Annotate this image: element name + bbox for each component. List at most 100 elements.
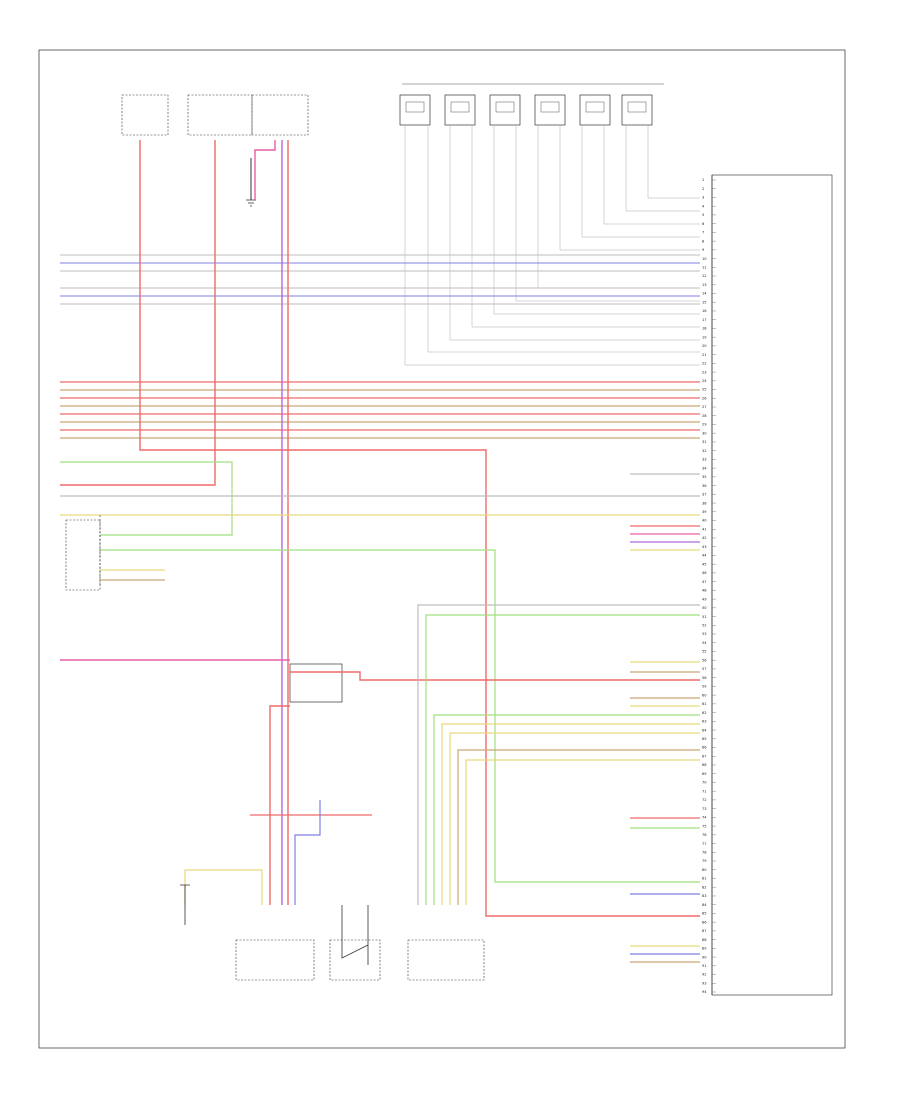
ecm-pin-number: 87 [702,929,707,933]
ecm-pin-number: 23 [702,370,707,374]
vertical-feed-wires [60,140,700,917]
ecm-pin-number: 66 [702,746,707,750]
ecm-pin-number: 34 [702,466,707,470]
ecm-pin-number: 78 [702,851,707,855]
ecm-pin-number: 45 [702,562,707,566]
cam-sensor-box [65,519,101,591]
ecm-pin-number: 17 [702,318,707,322]
ecm-pin-number: 92 [702,973,707,977]
ecm-pin-number: 18 [702,327,707,331]
ecm-pin-number: 4 [702,204,705,208]
pedal-wires [417,604,700,905]
ecm-pin-number: 10 [702,257,707,261]
ecm-pin-number: 84 [702,903,707,907]
ecm-pin-number: 43 [702,545,707,549]
ecm-pin-number: 41 [702,527,707,531]
ecm-pin-number: 81 [702,877,707,881]
ecm-pin-number: 77 [702,842,707,846]
ecm-connector [711,174,833,996]
ecm-pin-number: 19 [702,335,707,339]
ecm-pin-number: 90 [702,955,707,959]
ecm-pin-number: 26 [702,396,707,400]
ecm-pin-number: 12 [702,274,707,278]
ecm-pin-number: 11 [702,266,707,270]
ecm-pin-number: 21 [702,353,707,357]
ecm-pin-number: 56 [702,658,707,662]
ecm-pin-number: 24 [702,379,707,383]
ecm-pin-number: 52 [702,623,707,627]
ecm-pin-number: 48 [702,589,707,593]
pressure-sensor [180,884,190,925]
injector-wires [404,125,700,366]
ecm-pin-number: 61 [702,702,707,706]
ecm-pin-number: 73 [702,807,707,811]
ecm-pin-number: 72 [702,798,707,802]
ecm-pin-number: 91 [702,964,707,968]
ecm-pin-number: 28 [702,414,707,418]
ecm-pin-number: 7 [702,231,704,235]
ecm-pin-number: 6 [702,222,705,226]
ecm-pin-number: 15 [702,300,707,304]
ecm-pin-number: 5 [702,213,704,217]
ecm-pin-number: 74 [702,816,707,820]
ecm-pin-number: 20 [702,344,707,348]
ecm-pin-number: 63 [702,720,707,724]
ecm-pin-number: 40 [702,519,707,523]
left-wires [60,461,700,883]
ecm-pin-number: 65 [702,737,707,741]
ecm-pin-number: 68 [702,763,707,767]
ecm-pin-number: 29 [702,423,707,427]
fuse-box-2 [187,94,309,136]
ecm-pin-number: 70 [702,781,707,785]
ecm-pin-number: 37 [702,493,707,497]
ecm-pin-number: 69 [702,772,707,776]
ecm-pin-number: 35 [702,475,707,479]
ecm-pin-number: 59 [702,685,707,689]
ecm-pin-number: 1 [702,178,704,182]
ecm-pin-number: 75 [702,824,707,828]
diagram-frame [38,49,846,1049]
fuel-injectors [399,94,653,126]
ecm-pin-number: 60 [702,693,707,697]
ecm-pin-number: 22 [702,362,707,366]
ecm-pin-number: 88 [702,938,707,942]
ecm-pin-list: 1234567891011121314151617181920212223242… [702,178,716,994]
ecm-pin-number: 44 [702,554,707,558]
ecm-pin-number: 27 [702,405,707,409]
harness-wires-top [60,254,700,305]
ground-symbol [246,158,256,207]
ecm-pin-number: 47 [702,580,707,584]
ecm-pin-number: 32 [702,449,707,453]
ecm-pin-number: 94 [702,990,707,994]
ecm-pin-number: 9 [702,248,705,252]
ecm-pin-number: 64 [702,728,707,732]
right-signal-wires [630,473,700,963]
throttle-actuator [235,939,315,981]
ecm-pin-number: 39 [702,510,707,514]
ecm-pin-number: 58 [702,676,707,680]
ecm-pin-number: 13 [702,283,707,287]
pedal-sensor [407,939,485,981]
ecm-pin-number: 50 [702,606,707,610]
ecm-pin-number: 16 [702,309,707,313]
ecm-pin-number: 83 [702,894,707,898]
ecm-pin-number: 33 [702,458,707,462]
ecm-pin-number: 79 [702,859,707,863]
harness-wires-coil [60,381,700,439]
ecm-pin-number: 31 [702,440,707,444]
ecm-pin-number: 67 [702,754,707,758]
ecm-pin-number: 85 [702,912,707,916]
ecm-pin-number: 25 [702,388,707,392]
lower-connectors [184,800,372,905]
ecm-pin-number: 55 [702,650,707,654]
ecm-pin-number: 51 [702,615,707,619]
ecm-pin-number: 49 [702,597,707,601]
ecm-pin-number: 71 [702,789,707,793]
ecm-pin-number: 38 [702,501,707,505]
ecm-pin-number: 46 [702,571,707,575]
ecm-pin-number: 62 [702,711,707,715]
ecm-pin-number: 93 [702,981,707,985]
ecm-pin-number: 89 [702,947,707,951]
ecm-pin-number: 86 [702,920,707,924]
